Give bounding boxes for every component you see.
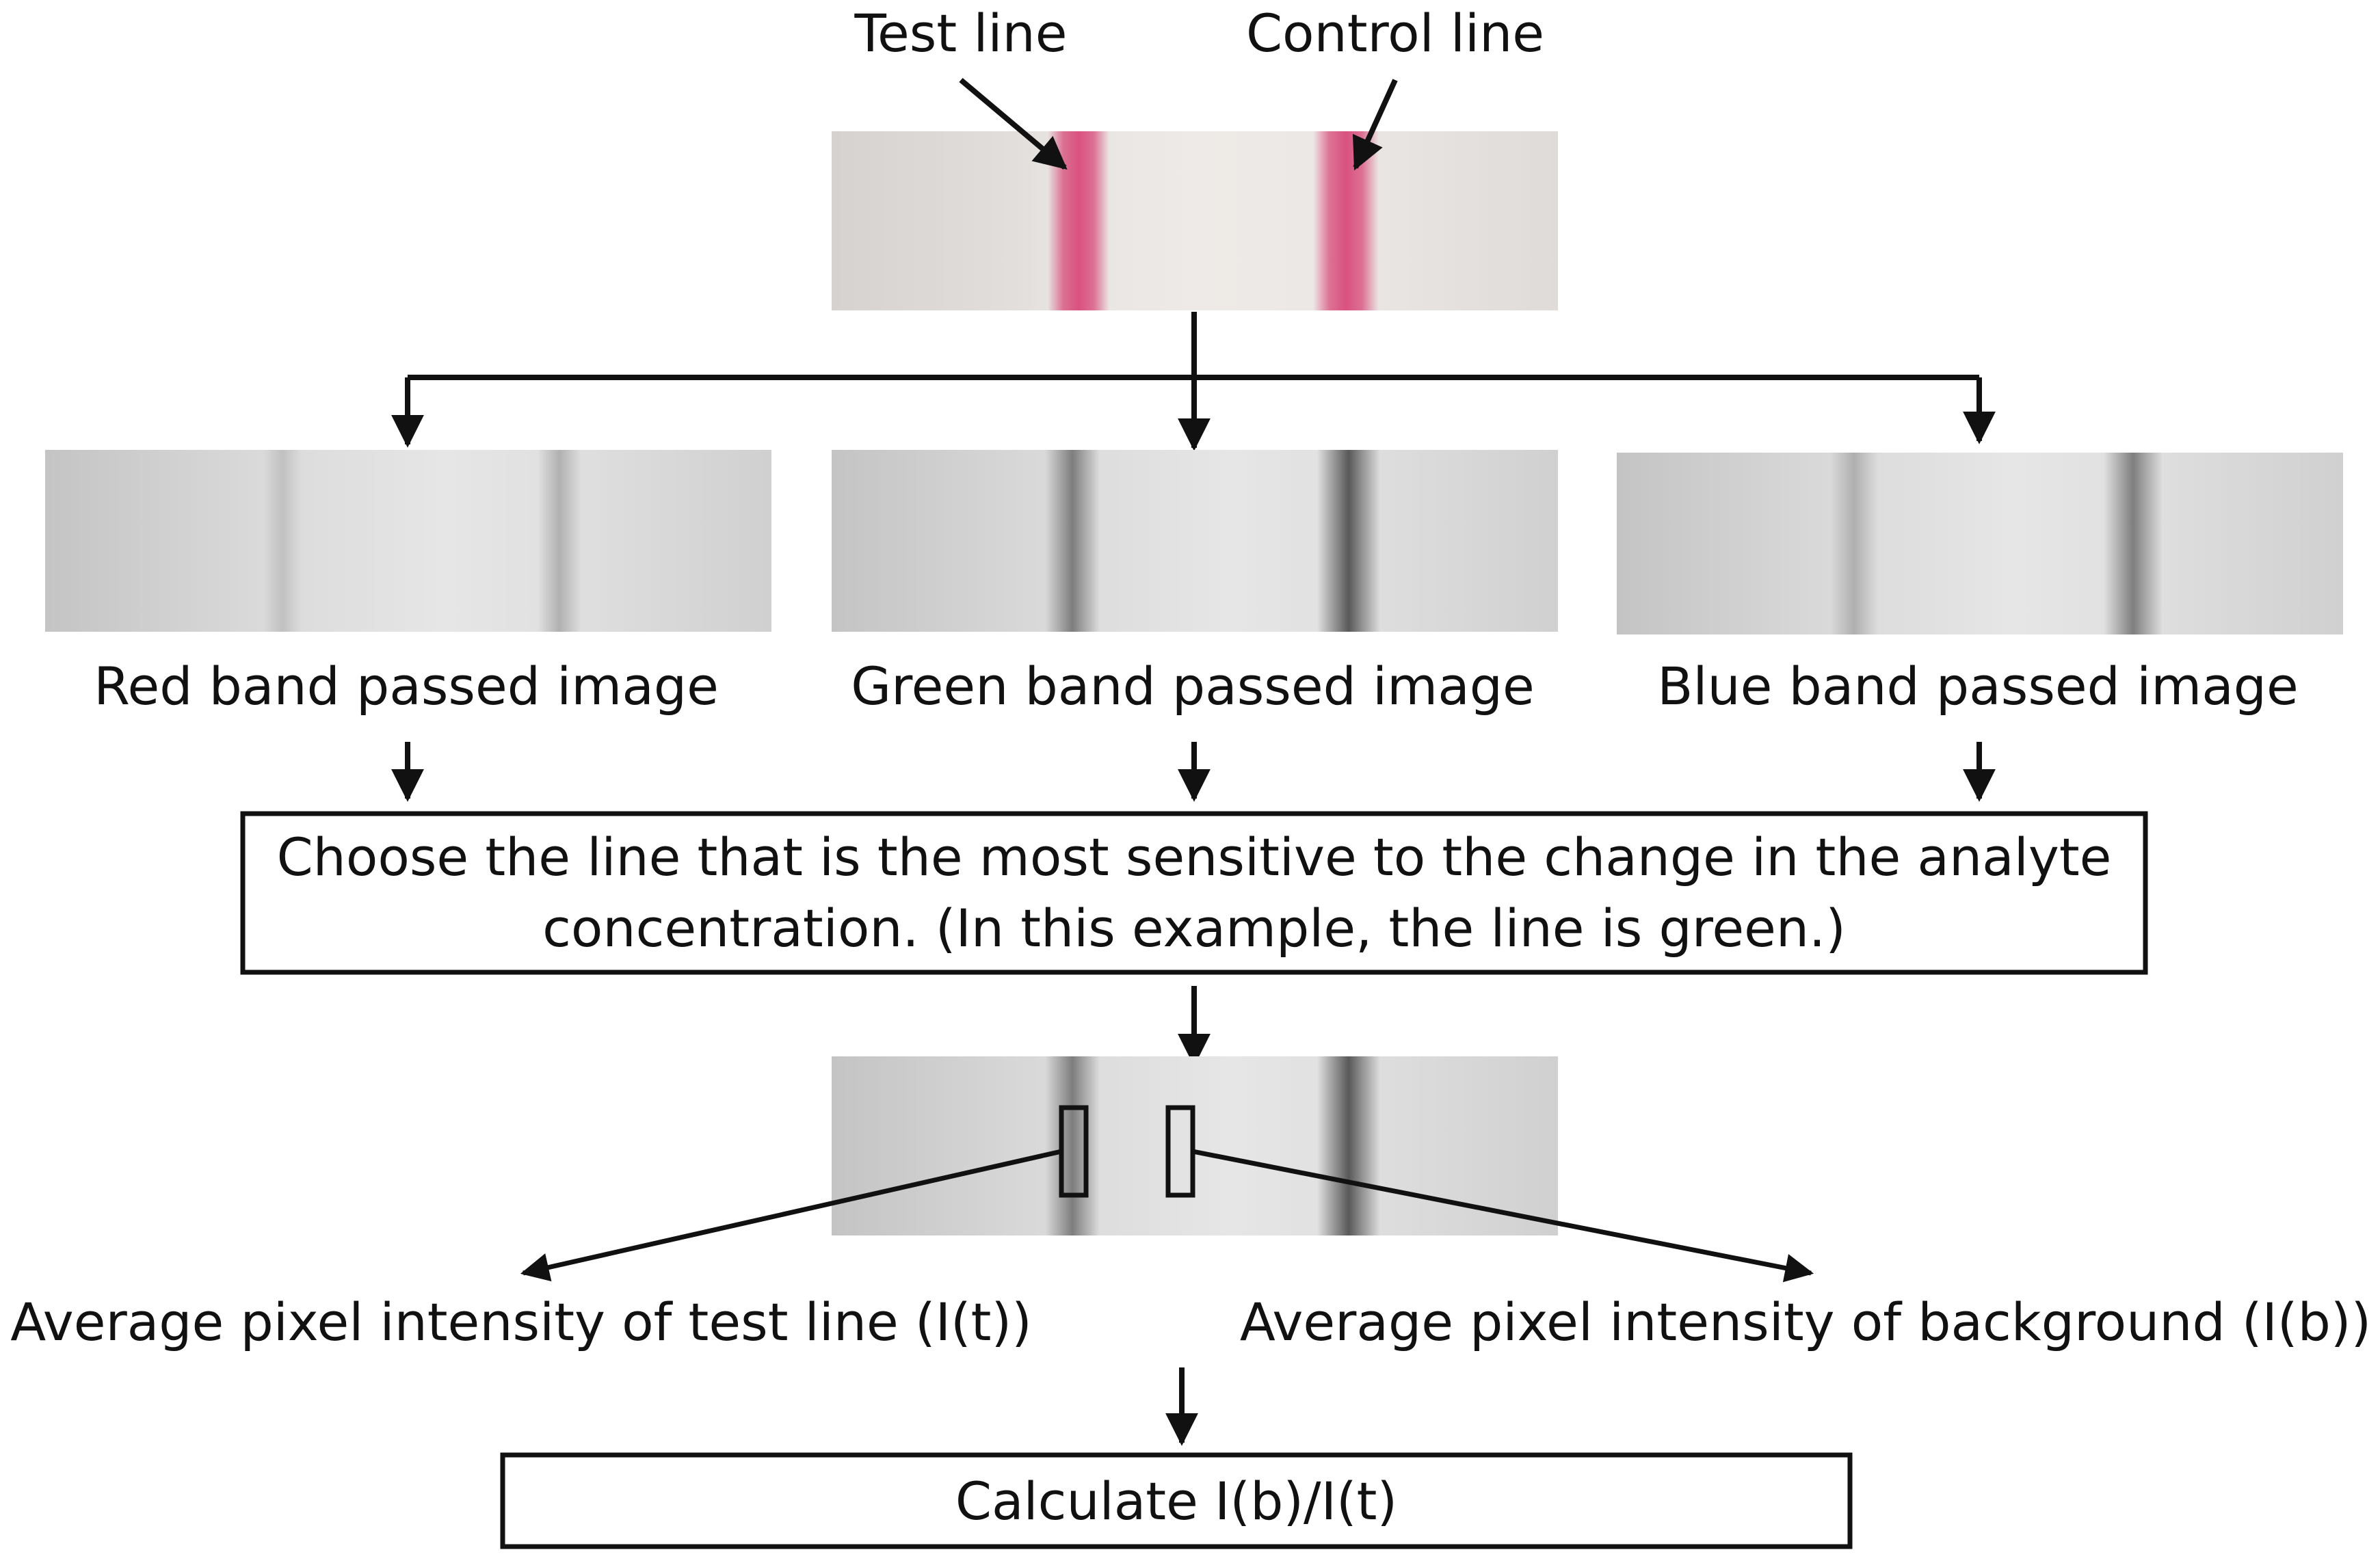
choose-line-box: [240, 811, 2148, 975]
test-intensity-label: Average pixel intensity of test line (I(…: [10, 1292, 1032, 1352]
choose-line-text: Choose the line that is the most sensiti…: [276, 827, 2112, 959]
background-roi-arrow: [1192, 1149, 1814, 1283]
green-band-label: Green band passed image: [851, 656, 1535, 717]
red-band-label: Red band passed image: [94, 656, 719, 717]
calculate-box: [500, 1452, 1853, 1549]
red-band-image: [45, 450, 771, 632]
control-line-label: Control line: [1246, 3, 1544, 64]
blue-band-image: [1617, 453, 2343, 634]
band-to-choice-arrows: [391, 742, 1996, 802]
background-intensity-label: Average pixel intensity of background (I…: [1240, 1292, 2371, 1352]
control-line-pointer-arrow: [1352, 79, 1398, 171]
test-line-label: Test line: [854, 3, 1068, 64]
control-line-band: [1313, 131, 1379, 310]
green-roi-image: [832, 1056, 1558, 1235]
test-roi-arrow: [520, 1149, 1062, 1282]
split-connector: [391, 312, 1996, 451]
blue-band-label: Blue band passed image: [1657, 656, 2299, 717]
calculate-text: Calculate I(b)/I(t): [955, 1470, 1398, 1532]
color-test-strip: [832, 131, 1558, 310]
green-band-image: [832, 450, 1558, 632]
test-line-pointer-arrow: [959, 77, 1068, 170]
